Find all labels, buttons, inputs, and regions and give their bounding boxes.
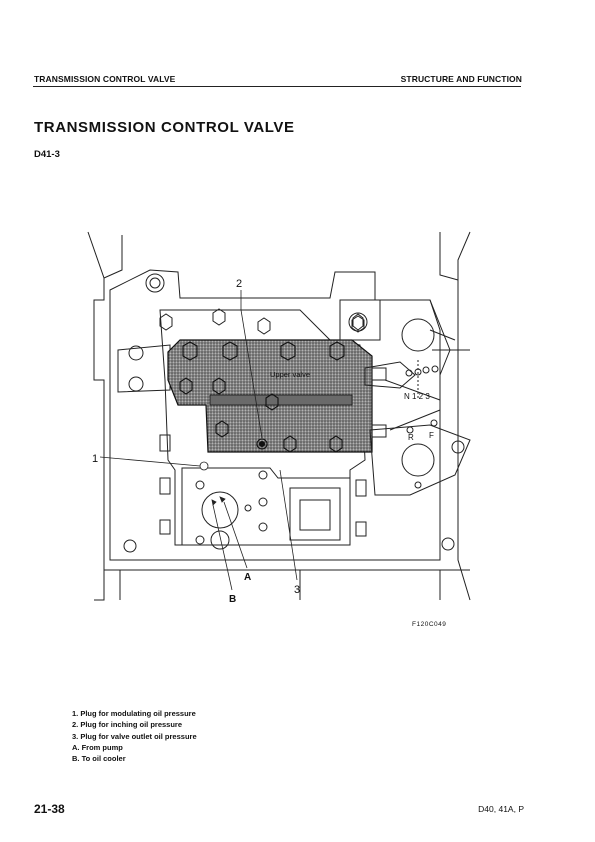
callout-B: B: [229, 594, 236, 605]
mounting-plate: [109, 269, 441, 561]
leader-A: [223, 501, 248, 569]
header-rule: [33, 86, 521, 87]
upper-valve-flange: [117, 344, 171, 393]
running-header-left: TRANSMISSION CONTROL VALVE: [34, 74, 176, 84]
legend-item: B. To oil cooler: [72, 754, 126, 764]
model-section-label: D41-3: [34, 149, 60, 160]
leader-2: [240, 290, 263, 439]
figure-code: F120C049: [412, 621, 447, 628]
upper-valve-body: [167, 339, 373, 453]
housing-right-inner: [439, 232, 459, 281]
housing-left-top: [103, 235, 123, 279]
legend-item: 2. Plug for inching oil pressure: [72, 720, 183, 730]
lever-label-n123: N 1 2 3: [404, 392, 430, 401]
running-header-right: STRUCTURE AND FUNCTION: [400, 74, 522, 84]
callout-2: 2: [236, 278, 242, 290]
speed-selector-shaft: [401, 318, 435, 352]
right-housing-block: [339, 299, 381, 341]
page-title: TRANSMISSION CONTROL VALVE: [34, 119, 295, 136]
leader-1: [99, 456, 201, 467]
housing-right-edge: [457, 231, 471, 601]
lever-label-r: R: [408, 433, 414, 442]
callout-1: 1: [92, 453, 98, 465]
figure-legend: 1. Plug for modulating oil pressure 2. P…: [72, 708, 197, 764]
plate-bolt-right-mid: [451, 440, 465, 454]
plate-bolt-bottom-right: [441, 537, 455, 551]
page-number: 21-38: [34, 802, 65, 816]
housing-outline: [87, 231, 105, 601]
callout-3: 3: [294, 584, 300, 596]
direction-selector-shaft: [401, 443, 435, 477]
legend-item: A. From pump: [72, 742, 123, 752]
footer-models: D40, 41A, P: [478, 804, 524, 814]
lever-label-f: F: [429, 431, 434, 440]
legend-item: 1. Plug for modulating oil pressure: [72, 709, 196, 718]
leader-3: [279, 469, 298, 581]
upper-valve-label: Upper valve: [270, 370, 310, 379]
callout-A: A: [244, 572, 251, 583]
leader-B: [212, 504, 233, 591]
lower-valve-body: [181, 467, 351, 546]
legend-item: 3. Plug for valve outlet oil pressure: [72, 731, 197, 741]
plate-bolt-top-left: [145, 273, 165, 293]
plate-bolt-bottom-left: [123, 539, 137, 553]
housing-bottom-lower: [119, 570, 441, 600]
